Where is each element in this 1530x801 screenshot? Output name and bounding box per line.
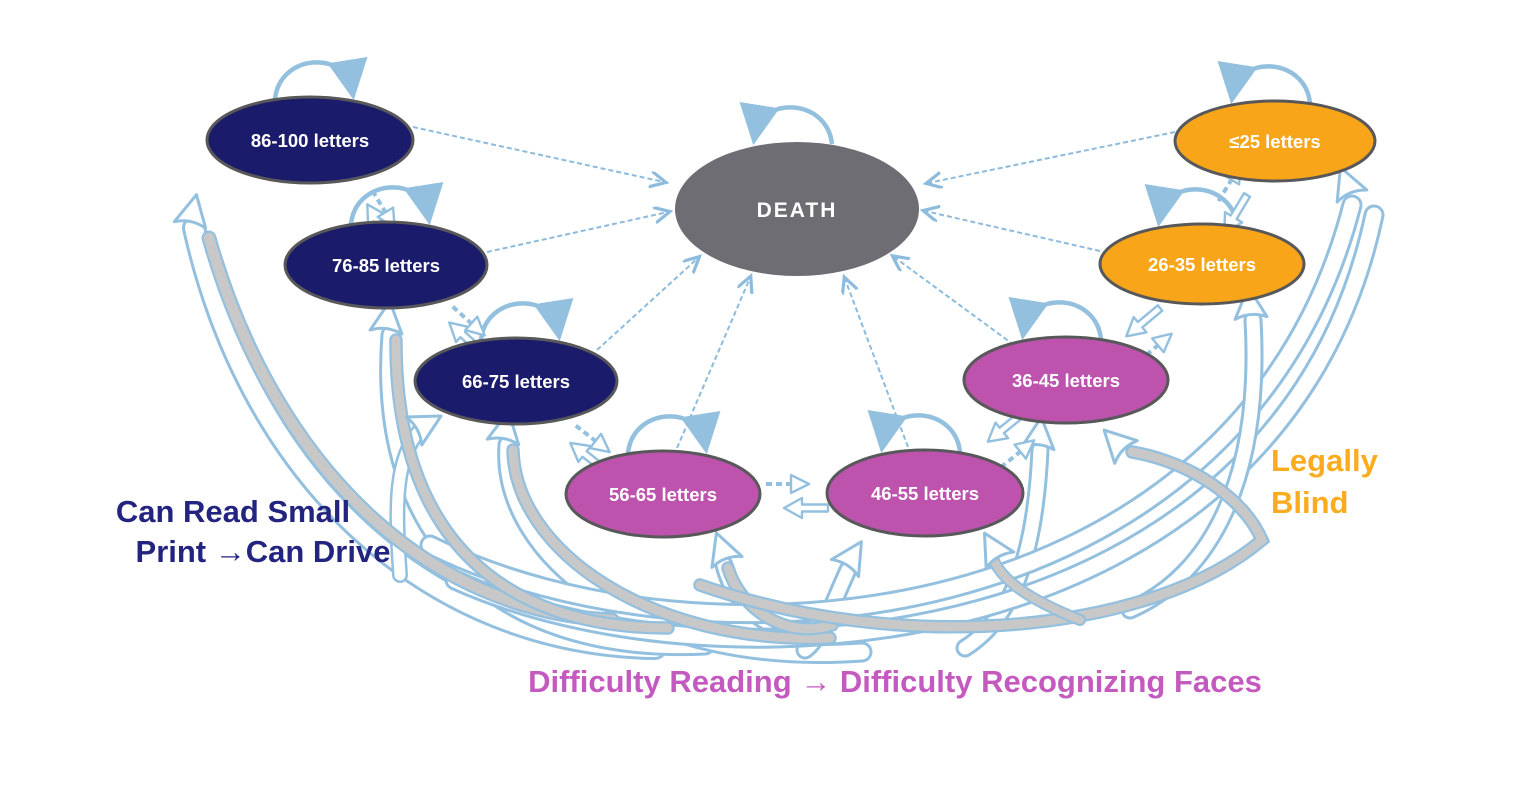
caption-can-read-line2: Print →Can Drive (136, 534, 391, 569)
state-ellipse (283, 220, 489, 310)
state-node-66-75-letters: 66-75 letters (413, 336, 619, 426)
arrow-56-65-to-46-55 (764, 473, 811, 495)
death-arrow-25 (928, 131, 1176, 183)
self-loop-86-100 (272, 56, 368, 101)
state-ellipse (962, 335, 1170, 425)
death-arrow-56-65 (676, 278, 750, 449)
gray-ribbon-to-46-55 (988, 552, 1084, 624)
self-loop-56-65 (625, 410, 721, 455)
caption-legally-blind-line1: Legally (1271, 443, 1379, 478)
captions: Can Read Small Print →Can Drive Legally … (116, 443, 1379, 699)
caption-legally-blind-line2: Blind (1271, 485, 1349, 520)
to-death-arrows (412, 126, 1176, 449)
state-ellipse (825, 448, 1025, 538)
self-loop-76-85 (348, 181, 444, 226)
state-label: 76-85 letters (332, 255, 440, 276)
death-arrow-86-100 (412, 126, 664, 182)
self-loop-death (739, 101, 835, 146)
state-node-76-85-letters: 76-85 letters (283, 220, 489, 310)
death-arrow-26-35 (925, 211, 1101, 252)
state-ellipse (205, 95, 415, 185)
state-nodes: 86-100 letters 76-85 letters 66-75 lette… (205, 95, 1377, 539)
state-label: 46-55 letters (871, 483, 979, 504)
gray-transition-ribbons (201, 230, 1271, 646)
state-label: 36-45 letters (1012, 370, 1120, 391)
arrowhead-into-86-100 (172, 189, 214, 230)
state-label: 86-100 letters (251, 130, 369, 151)
state-node-26-35-letters: 26-35 letters (1098, 222, 1306, 306)
death-label: DEATH (757, 199, 838, 222)
gray-ribbon-to-66-75 (508, 445, 835, 643)
state-node-le-25-letters: ≤25 letters (1173, 99, 1377, 183)
self-loop-25 (1217, 60, 1313, 105)
state-label: ≤25 letters (1229, 131, 1320, 152)
self-loop-36-45 (1008, 296, 1104, 341)
gray-ribbon-to-76-85 (391, 335, 673, 633)
state-node-46-55-letters: 46-55 letters (825, 448, 1025, 538)
death-ellipse (675, 142, 919, 276)
state-node-death: DEATH (675, 142, 919, 276)
gray-ribbon-hook-56-65 (723, 563, 837, 634)
self-loop-66-75 (478, 297, 574, 342)
arrow-46-55-to-56-65 (782, 496, 830, 520)
state-label: 66-75 letters (462, 371, 570, 392)
caption-can-read-line1: Can Read Small (116, 494, 350, 529)
state-ellipse (1098, 222, 1306, 306)
state-node-36-45-letters: 36-45 letters (962, 335, 1170, 425)
gray-ribbon-to-36-45 (695, 447, 1268, 632)
self-loop-arrows (272, 56, 1313, 455)
multi-state-transition-arrows (182, 194, 1385, 664)
state-node-56-65-letters: 56-65 letters (564, 449, 762, 539)
caption-difficulty-reading: Difficulty Reading → Difficulty Recogniz… (528, 664, 1262, 699)
state-label: 56-65 letters (609, 484, 717, 505)
death-arrow-66-75 (596, 258, 698, 351)
death-arrow-36-45 (894, 257, 1015, 346)
state-ellipse (413, 336, 619, 426)
death-arrow-46-55 (845, 279, 909, 448)
state-node-86-100-letters: 86-100 letters (205, 95, 415, 185)
state-ellipse (564, 449, 762, 539)
state-ellipse (1173, 99, 1377, 183)
death-arrow-76-85 (486, 212, 668, 253)
state-label: 26-35 letters (1148, 254, 1256, 275)
self-loop-46-55 (867, 409, 963, 454)
